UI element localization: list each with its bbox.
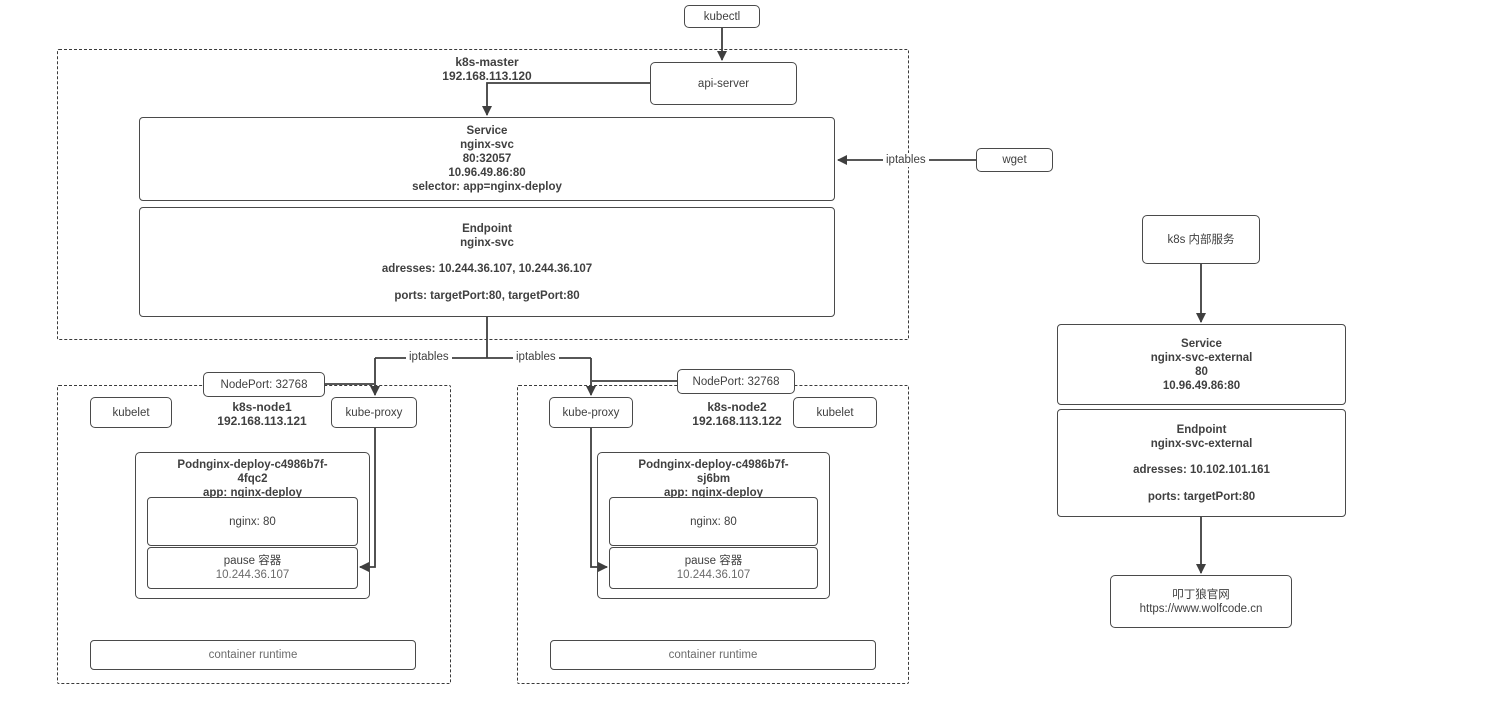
endpoint-addresses: adresses: 10.244.36.107, 10.244.36.107 [381,262,593,275]
node1-pause-container-label: pause 容器 [223,555,282,567]
node2-kubelet-box: kubelet [793,397,877,428]
node2-pause-container-box: pause 容器 10.244.36.107 [609,547,818,589]
k8s-master-name: k8s-master [455,55,519,69]
node1-pause-container-box: pause 容器 10.244.36.107 [147,547,358,589]
service-external-box: Service nginx-svc-external 80 10.96.49.8… [1057,324,1346,405]
node2-title: k8s-node2 192.168.113.122 [672,400,802,428]
iptables-left-label: iptables [406,350,452,364]
endpoint-name: nginx-svc [460,236,514,249]
service-external-port: 80 [1195,365,1208,378]
endpoint-nginx-svc-box: Endpoint nginx-svc adresses: 10.244.36.1… [139,207,835,317]
wolfcode-site-url: https://www.wolfcode.cn [1139,602,1263,615]
k8s-internal-service-label: k8s 内部服务 [1167,233,1235,246]
node1-kubelet-box: kubelet [90,397,172,428]
node2-kubelet-label: kubelet [816,406,854,419]
wget-iptables-label: iptables [883,153,929,167]
node1-pause-ip: 10.244.36.107 [215,569,290,581]
endpoint-ports: ports: targetPort:80, targetPort:80 [394,289,580,302]
node2-pod-title-line2: sj6bm [696,473,731,485]
kubectl-label: kubectl [703,10,741,23]
k8s-master-title: k8s-master 192.168.113.120 [407,55,567,83]
node1-container-runtime-box: container runtime [90,640,416,670]
service-external-cluster-ip: 10.96.49.86:80 [1162,379,1241,392]
k8s-master-container [57,49,909,340]
node2-pause-ip: 10.244.36.107 [676,569,751,581]
node2-pod-title-line1: Podnginx-deploy-c4986b7f- [638,459,789,471]
node1-kube-proxy-box: kube-proxy [331,397,417,428]
node1-title: k8s-node1 192.168.113.121 [197,400,327,428]
service-selector: selector: app=nginx-deploy [412,181,562,193]
node1-ip: 192.168.113.121 [217,414,307,428]
node2-nodeport-label: NodePort: 32768 [692,375,780,388]
api-server-label: api-server [697,77,750,90]
node2-pod-box: Podnginx-deploy-c4986b7f- sj6bm app: ngi… [597,452,830,599]
k8s-master-ip: 192.168.113.120 [442,69,532,83]
node2-pause-container-label: pause 容器 [684,555,743,567]
endpoint-title: Endpoint [462,222,512,235]
node2-kube-proxy-label: kube-proxy [562,406,620,419]
node2-name: k8s-node2 [707,400,767,414]
node1-pod-box: Podnginx-deploy-c4986b7f- 4fqc2 app: ngi… [135,452,370,599]
node2-nodeport-box: NodePort: 32768 [677,369,795,394]
wolfcode-site-box: 叩丁狼官网 https://www.wolfcode.cn [1110,575,1292,628]
node2-pod-app-label: app: nginx-deploy [663,487,764,499]
service-external-title: Service [1181,337,1222,350]
service-title: Service [466,125,508,137]
wget-box: wget [976,148,1053,172]
node1-kube-proxy-label: kube-proxy [345,406,403,419]
node2-container-runtime-box: container runtime [550,640,876,670]
node1-nginx-container-box: nginx: 80 [147,497,358,546]
service-cluster-ip: 10.96.49.86:80 [448,167,526,179]
endpoint-external-box: Endpoint nginx-svc-external adresses: 10… [1057,409,1346,517]
node1-kubelet-label: kubelet [112,406,150,419]
node1-nginx-container-label: nginx: 80 [229,515,276,528]
endpoint-external-addresses: adresses: 10.102.101.161 [1133,463,1270,476]
service-name: nginx-svc [460,139,514,151]
wget-label: wget [1002,154,1027,166]
iptables-right-label: iptables [513,350,559,364]
node1-pod-title-line1: Podnginx-deploy-c4986b7f- [177,459,328,471]
service-nginx-svc-box: Service nginx-svc 80:32057 10.96.49.86:8… [139,117,835,201]
node2-nginx-container-label: nginx: 80 [690,515,737,528]
service-external-name: nginx-svc-external [1150,351,1253,364]
k8s-internal-service-box: k8s 内部服务 [1142,215,1260,264]
node1-nodeport-label: NodePort: 32768 [220,378,308,391]
endpoint-external-title: Endpoint [1176,423,1227,436]
endpoint-external-name: nginx-svc-external [1150,437,1253,450]
node1-name: k8s-node1 [232,400,292,414]
api-server-box: api-server [650,62,797,105]
node1-pod-app-label: app: nginx-deploy [202,487,303,499]
node1-container-runtime-label: container runtime [208,649,298,661]
service-port-mapping: 80:32057 [462,153,512,165]
wolfcode-site-name: 叩丁狼官网 [1172,588,1230,601]
node1-pod-title-line2: 4fqc2 [237,473,268,485]
node2-container-runtime-label: container runtime [668,649,758,661]
kubectl-box: kubectl [684,5,760,28]
endpoint-external-ports: ports: targetPort:80 [1147,490,1256,503]
node2-ip: 192.168.113.122 [692,414,782,428]
node2-nginx-container-box: nginx: 80 [609,497,818,546]
node2-kube-proxy-box: kube-proxy [549,397,633,428]
node1-nodeport-box: NodePort: 32768 [203,372,325,397]
